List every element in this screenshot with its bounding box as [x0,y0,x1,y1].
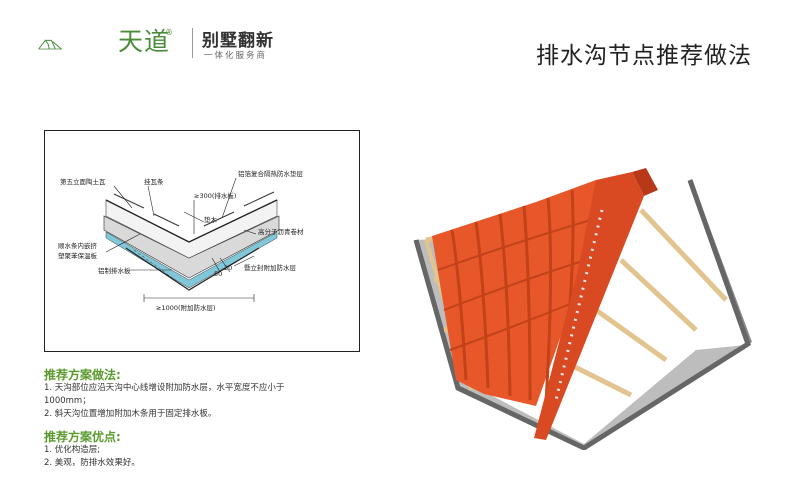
label-insulation-1: 顺水条内嵌挤 [58,241,98,250]
service-name: 别墅翻新 [202,31,274,51]
gutter-section-drawing: 第五立面陶土瓦 挂瓦条 铝箔复合隔热防水垫层 ≥300(排水板) 垫木 高分子沥… [44,130,360,352]
label-insulation-2: 塑聚苯保温板 [58,251,98,260]
service-tagline: 一体化服务商 [204,51,268,61]
label-membrane: 高分子沥青卷材 [258,227,304,236]
method-line-3: 2. 斜天沟位置增加附加木条用于固定排水板。 [44,409,217,419]
label-dim-50: 50 [214,270,222,278]
logo-divider [192,28,193,58]
method-line-1: 1. 天沟部位应沿天沟中心线增设附加防水层，水平宽度不应小于 [44,383,285,393]
logo-house-icon [38,39,62,50]
valley-drain-board [534,168,658,440]
label-batten: 挂瓦条 [144,177,164,186]
page-title: 排水沟节点推荐做法 [536,43,752,69]
label-tile: 第五立面陶土瓦 [60,177,106,186]
label-drain-board: 铝制排水板 [98,266,131,275]
label-min1000: ≥1000(附加防水层) [156,303,216,312]
label-dim-20: 20 [224,264,232,272]
label-min300: ≥300(排水板) [194,191,236,200]
advantage-line-1: 1. 优化构造层; [44,445,101,455]
roof-frame [413,179,752,450]
brand-name: 天道 [118,27,171,56]
clay-tiles [432,180,614,406]
label-sealing: 暨立封附加防水层 [244,263,297,272]
method-line-2: 1000mm； [44,396,91,406]
method-title: 推荐方案做法: [44,368,121,382]
label-wood-strip: 垫木 [204,215,218,224]
roof-valley-rendering [413,168,752,450]
advantage-line-2: 2. 美观，防排水效果好。 [44,458,140,468]
registered-mark: ® [165,28,173,37]
advantage-title: 推荐方案优点: [44,430,121,444]
roof-layers [103,191,280,291]
label-foil: 铝箔复合隔热防水垫层 [238,169,304,178]
